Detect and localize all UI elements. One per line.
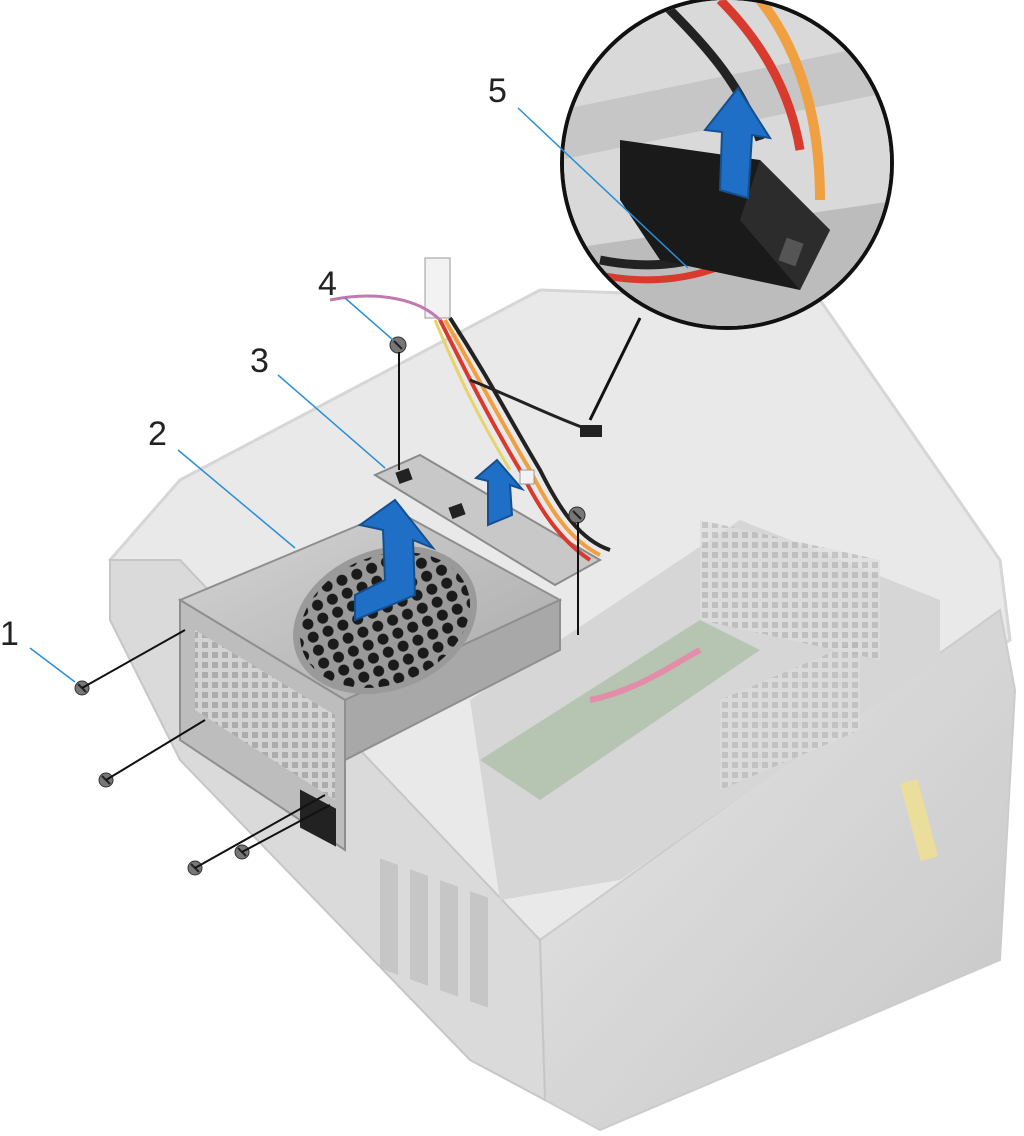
zoom-inset [560, 0, 894, 421]
psu-cables [329, 257, 611, 562]
atx-connector [424, 257, 451, 319]
fan-grille-icon [293, 545, 477, 695]
screw-path-lines [81, 352, 579, 869]
power-connector-icon [580, 425, 602, 437]
drive-cage-mesh [700, 520, 880, 660]
label-sticker [899, 779, 939, 861]
expansion-slots [380, 858, 488, 1008]
lift-arrow-icon [473, 458, 526, 527]
screw-icon [568, 506, 586, 524]
callout-leaders [29, 107, 689, 683]
lift-arrow-icon [354, 498, 437, 622]
screw-icon [389, 336, 407, 354]
lift-arrow-icon [703, 86, 773, 200]
callout-5: 5 [488, 72, 507, 110]
callout-4: 4 [318, 265, 337, 303]
callout-1: 1 [0, 615, 19, 653]
callout-2: 2 [148, 415, 167, 453]
callout-3: 3 [250, 342, 269, 380]
motherboard [480, 620, 760, 800]
